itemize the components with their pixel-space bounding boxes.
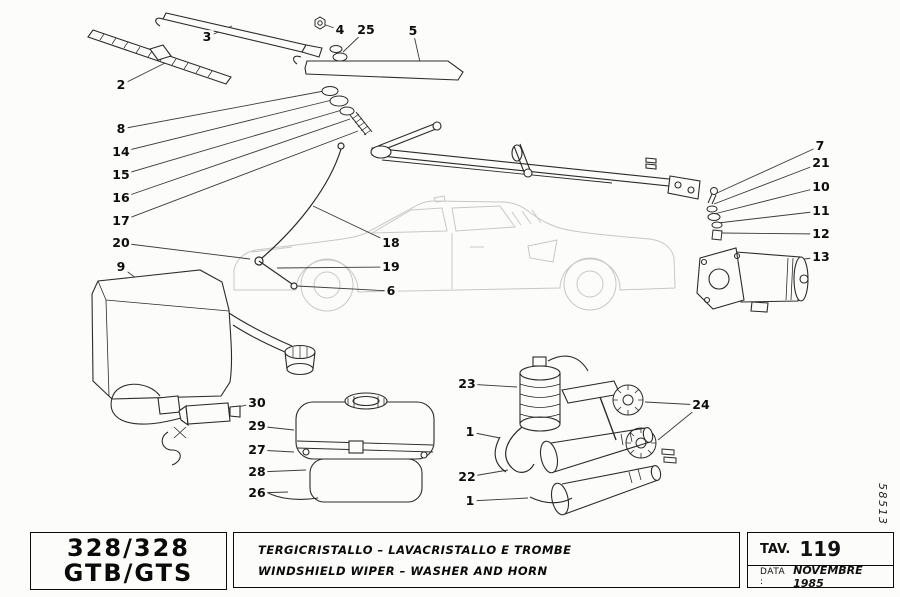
callout-17: 17 (110, 213, 132, 229)
car-silhouette (233, 195, 676, 312)
leader-lines (120, 23, 822, 502)
horn-hoses (494, 426, 573, 504)
wiper-arm-upper (155, 12, 323, 58)
callout-24: 24 (690, 397, 712, 413)
callout-1: 1 (463, 424, 477, 440)
callout-12: 12 (810, 226, 832, 242)
callout-11: 11 (810, 203, 832, 219)
washer-bottle (261, 392, 435, 503)
callout-21: 21 (810, 155, 832, 171)
table-number: 119 (799, 537, 842, 561)
title-english: WINDSHIELD WIPER – WASHER AND HORN (258, 563, 548, 578)
wiper-motor (696, 247, 809, 313)
wiper-arm-lower (292, 55, 464, 81)
callout-13: 13 (810, 249, 832, 265)
title-italian: TERGICRISTALLO – LAVACRISTALLO E TROMBE (258, 542, 572, 557)
doc-number: 58513 (876, 483, 889, 526)
callout-28: 28 (246, 464, 268, 480)
callout-5: 5 (406, 23, 420, 39)
washer-hose-and-jet (254, 142, 345, 290)
model-name-top: 328/328 (67, 534, 190, 562)
horn-nuts (661, 448, 677, 464)
callout-16: 16 (110, 190, 132, 206)
callout-22: 22 (456, 469, 478, 485)
callout-10: 10 (810, 179, 832, 195)
callout-3: 3 (200, 29, 214, 45)
washer-pump (110, 383, 241, 466)
motor-fasteners (706, 187, 723, 241)
callout-2: 2 (114, 77, 128, 93)
callout-19: 19 (380, 259, 402, 275)
callout-15: 15 (110, 167, 132, 183)
callout-18: 18 (380, 235, 402, 251)
table-box: TAV. 119 DATA : NOVEMBRE 1985 (747, 532, 894, 590)
callout-25: 25 (355, 22, 377, 38)
callout-6: 6 (384, 283, 398, 299)
callout-7: 7 (813, 138, 827, 154)
callout-14: 14 (110, 144, 132, 160)
wiper-spindle-stack (321, 86, 373, 136)
horn-compressor (519, 355, 589, 432)
callout-29: 29 (246, 418, 268, 434)
callout-1: 1 (463, 493, 477, 509)
callout-8: 8 (114, 121, 128, 137)
table-label: TAV. (760, 541, 791, 557)
parts-diagram (87, 12, 822, 516)
washer-reservoir (91, 269, 316, 400)
callout-4: 4 (333, 22, 347, 38)
date-value: NOVEMBRE 1985 (793, 563, 863, 590)
date-row: DATA : NOVEMBRE 1985 (748, 563, 893, 590)
callout-27: 27 (246, 442, 268, 458)
callout-20: 20 (110, 235, 132, 251)
arm-fasteners (314, 16, 348, 62)
wiper-linkage (370, 121, 701, 200)
callout-23: 23 (456, 376, 478, 392)
callout-9: 9 (114, 259, 128, 275)
wiper-blade (87, 29, 232, 85)
callout-26: 26 (246, 485, 268, 501)
model-name-bottom: GTB/GTS (63, 559, 194, 587)
date-label: DATA : (760, 566, 786, 587)
table-number-row: TAV. 119 (748, 533, 893, 565)
horn-trumpets (539, 427, 662, 516)
title-box: TERGICRISTALLO – LAVACRISTALLO E TROMBE … (233, 532, 740, 588)
model-badge: 328/328 GTB/GTS (30, 532, 227, 590)
callout-30: 30 (246, 395, 268, 411)
